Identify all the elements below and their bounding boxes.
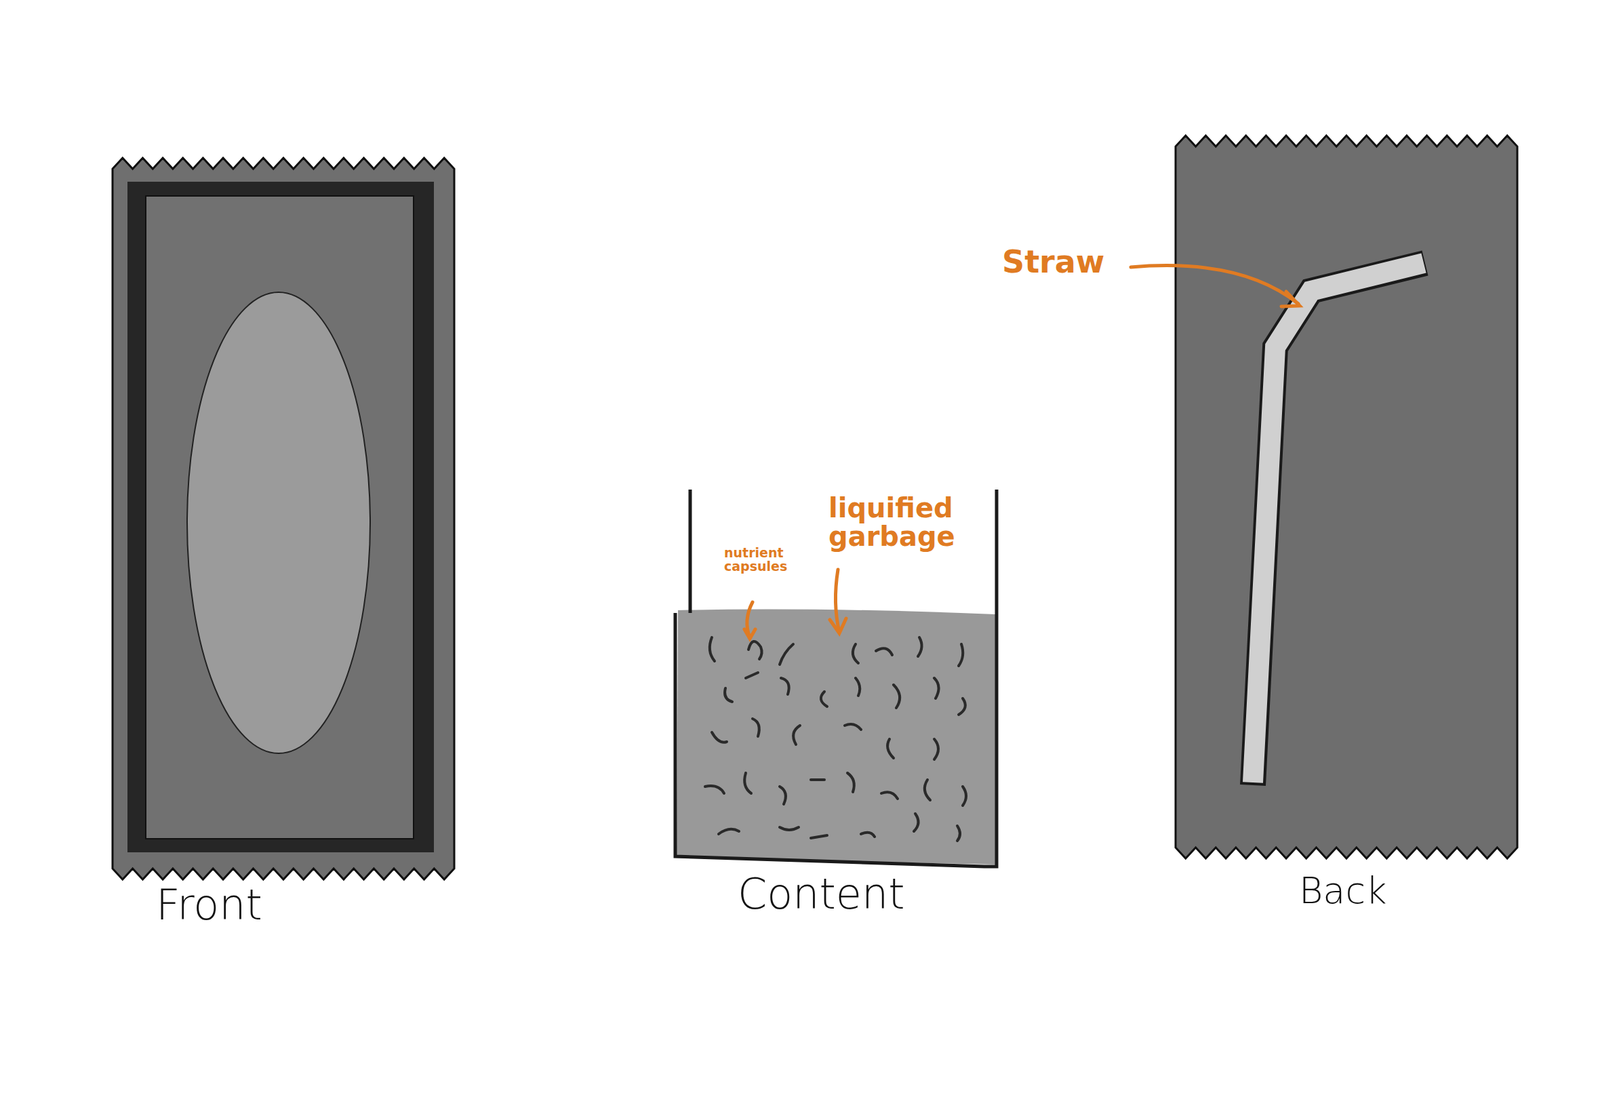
back-packet	[1175, 135, 1518, 859]
front-ellipse	[187, 292, 371, 754]
liquid	[676, 608, 996, 865]
view-caption: Front	[155, 882, 263, 927]
front-border	[127, 181, 434, 853]
view-caption: Back	[1298, 871, 1387, 911]
view-caption: Content	[737, 871, 906, 916]
beaker-outline	[675, 489, 997, 867]
capsules	[705, 637, 967, 841]
leader-lines	[744, 265, 1300, 639]
part-label: nutrient capsules	[724, 546, 806, 574]
straw	[1252, 263, 1424, 783]
front-packet	[112, 157, 455, 880]
part-label: Straw	[1002, 245, 1105, 278]
part-label: liquified garbage	[828, 493, 992, 551]
front-panel	[145, 195, 414, 839]
straw-outline	[1252, 263, 1426, 786]
